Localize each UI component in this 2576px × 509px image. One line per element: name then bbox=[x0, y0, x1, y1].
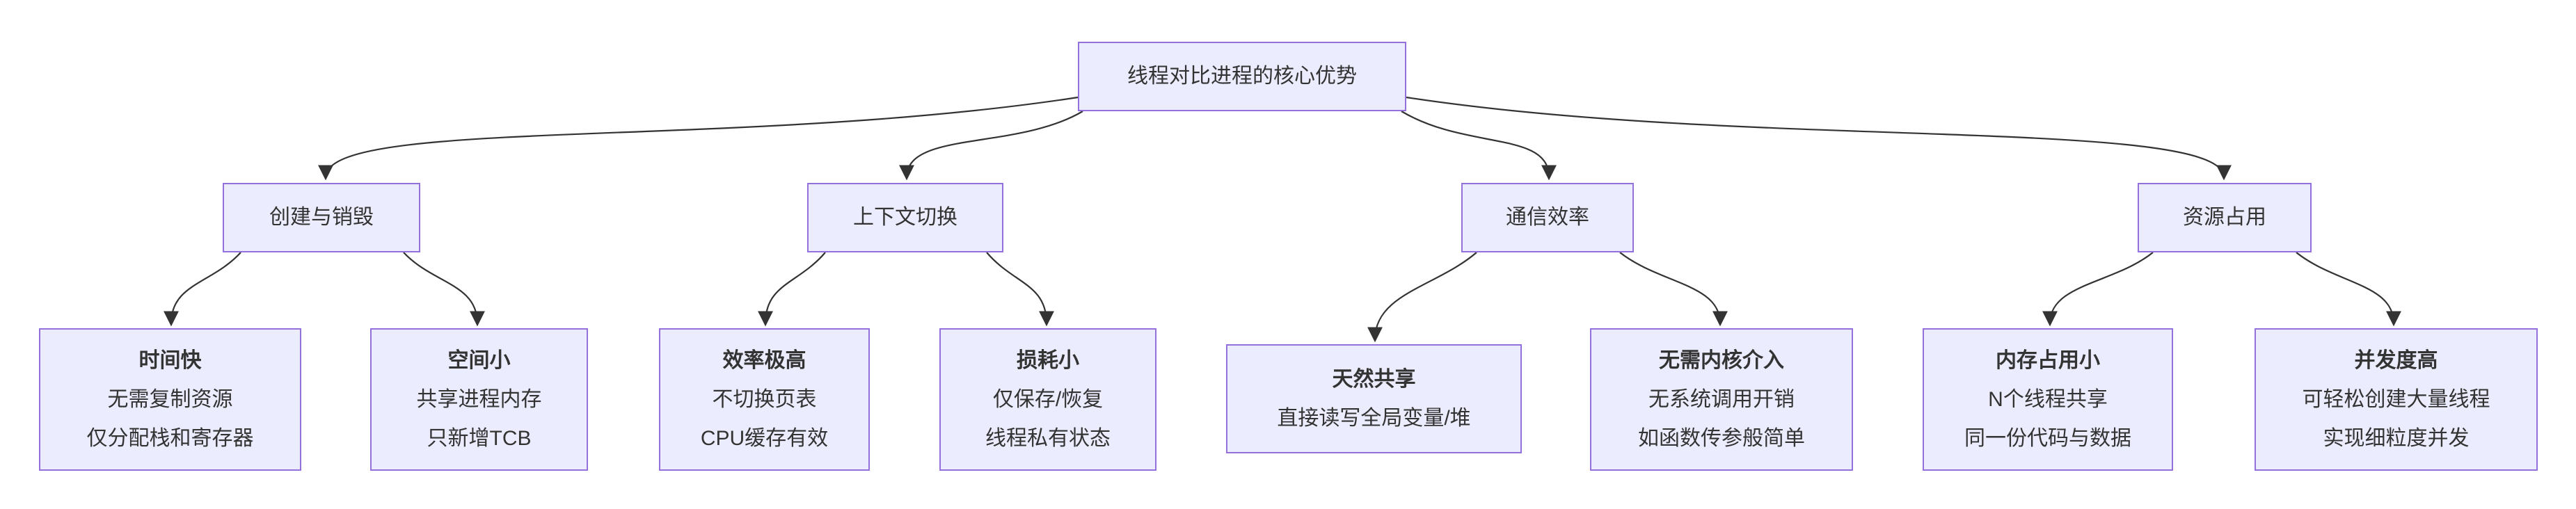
edge-root-to-branch-communication bbox=[1401, 111, 1557, 181]
leaf-title: 并发度高 bbox=[2354, 348, 2438, 372]
leaf-line: N个线程共享 bbox=[1988, 387, 2108, 411]
edge-context-to-low-overhead bbox=[986, 252, 1054, 327]
leaf-title: 无需内核介入 bbox=[1659, 348, 1784, 372]
branch-node-label: 通信效率 bbox=[1506, 206, 1589, 229]
leaf-node-natural-sharing: 天然共享 直接读写全局变量/堆 bbox=[1226, 344, 1522, 453]
branch-node-label: 资源占用 bbox=[2183, 206, 2266, 229]
edge-root-to-branch-create bbox=[318, 96, 1079, 181]
leaf-line: 仅保存/恢复 bbox=[992, 387, 1104, 411]
leaf-line: 同一份代码与数据 bbox=[1964, 426, 2131, 450]
leaf-node-space-small: 空间小 共享进程内存 只新增TCB bbox=[370, 328, 588, 471]
leaf-title: 效率极高 bbox=[722, 348, 806, 372]
leaf-line: 可轻松创建大量线程 bbox=[2302, 387, 2490, 411]
leaf-line: 只新增TCB bbox=[427, 426, 532, 450]
edge-communication-to-no-kernel bbox=[1619, 252, 1728, 327]
branch-node-resource: 资源占用 bbox=[2138, 183, 2312, 252]
leaf-title: 损耗小 bbox=[1017, 348, 1079, 372]
leaf-line: 共享进程内存 bbox=[416, 387, 542, 411]
leaf-line: 无系统调用开销 bbox=[1648, 387, 1795, 411]
leaf-node-high-concurrency: 并发度高 可轻松创建大量线程 实现细粒度并发 bbox=[2255, 328, 2538, 471]
leaf-node-low-overhead: 损耗小 仅保存/恢复 线程私有状态 bbox=[939, 328, 1156, 471]
leaf-node-time-fast: 时间快 无需复制资源 仅分配栈和寄存器 bbox=[39, 328, 301, 471]
branch-node-label: 创建与销毁 bbox=[269, 206, 374, 229]
edge-resource-to-small-memory bbox=[2042, 252, 2154, 327]
root-node-label: 线程对比进程的核心优势 bbox=[1127, 65, 1357, 88]
branch-node-context-switch: 上下文切换 bbox=[807, 183, 1003, 252]
leaf-title: 时间快 bbox=[138, 348, 202, 372]
leaf-node-no-kernel-involvement: 无需内核介入 无系统调用开销 如函数传参般简单 bbox=[1590, 328, 1853, 471]
leaf-node-small-memory-footprint: 内存占用小 N个线程共享 同一份代码与数据 bbox=[1923, 328, 2173, 471]
root-node: 线程对比进程的核心优势 bbox=[1078, 42, 1406, 111]
leaf-line: 仅分配栈和寄存器 bbox=[86, 426, 254, 450]
leaf-node-high-efficiency: 效率极高 不切换页表 CPU缓存有效 bbox=[659, 328, 870, 471]
edge-create-to-space-small bbox=[403, 252, 485, 327]
leaf-line: 线程私有状态 bbox=[985, 426, 1111, 450]
leaf-line: 实现细粒度并发 bbox=[2323, 426, 2470, 450]
leaf-line: 如函数传参般简单 bbox=[1638, 426, 1805, 450]
branch-node-label: 上下文切换 bbox=[853, 206, 957, 229]
branch-node-create-destroy: 创建与销毁 bbox=[223, 183, 420, 252]
edge-root-to-branch-resource bbox=[1406, 96, 2232, 181]
branch-node-communication: 通信效率 bbox=[1461, 183, 1634, 252]
edge-communication-to-natural-sharing bbox=[1367, 252, 1477, 343]
leaf-line: CPU缓存有效 bbox=[700, 426, 829, 450]
edge-create-to-time-fast bbox=[164, 252, 241, 327]
leaf-line: 直接读写全局变量/堆 bbox=[1277, 406, 1471, 430]
leaf-title: 天然共享 bbox=[1332, 367, 1416, 391]
leaf-line: 不切换页表 bbox=[712, 387, 817, 411]
leaf-title: 空间小 bbox=[447, 348, 511, 372]
edge-context-to-high-efficiency bbox=[758, 252, 826, 327]
edge-root-to-branch-context bbox=[899, 111, 1083, 181]
leaf-title: 内存占用小 bbox=[1996, 348, 2100, 372]
edge-resource-to-high-concurrency bbox=[2296, 252, 2401, 327]
leaf-line: 无需复制资源 bbox=[107, 387, 233, 411]
